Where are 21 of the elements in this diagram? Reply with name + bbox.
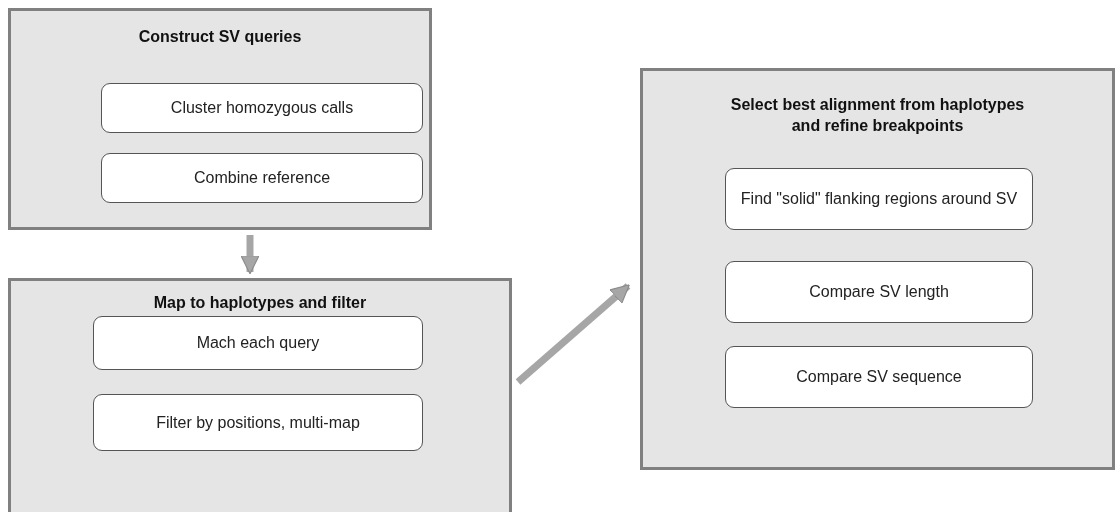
group-panel [8, 8, 432, 230]
group-panel [640, 68, 1115, 470]
step-label: Compare SV length [809, 283, 949, 301]
process-box [725, 261, 1033, 323]
process-box [93, 316, 423, 370]
arrow [515, 283, 631, 385]
group-panel [8, 278, 512, 512]
process-box [725, 346, 1033, 408]
panel-heading: Map to haplotypes and filter [152, 293, 368, 313]
process-box [725, 168, 1033, 230]
step-label: Find "solid" flanking regions around SV [740, 190, 1018, 208]
process-box [93, 394, 423, 451]
panel-heading: Select best alignment from haplotypes and refine breakpoints [729, 95, 1026, 136]
panel-heading: Construct SV queries [137, 27, 303, 47]
step-label: Cluster homozygous calls [170, 99, 354, 117]
step-label: Mach each query [196, 334, 320, 352]
step-label: Combine reference [193, 169, 331, 187]
process-box [101, 153, 423, 203]
step-label: Filter by positions, multi-map [156, 413, 360, 432]
step-label: Compare SV sequence [796, 368, 962, 386]
process-box [101, 83, 423, 133]
